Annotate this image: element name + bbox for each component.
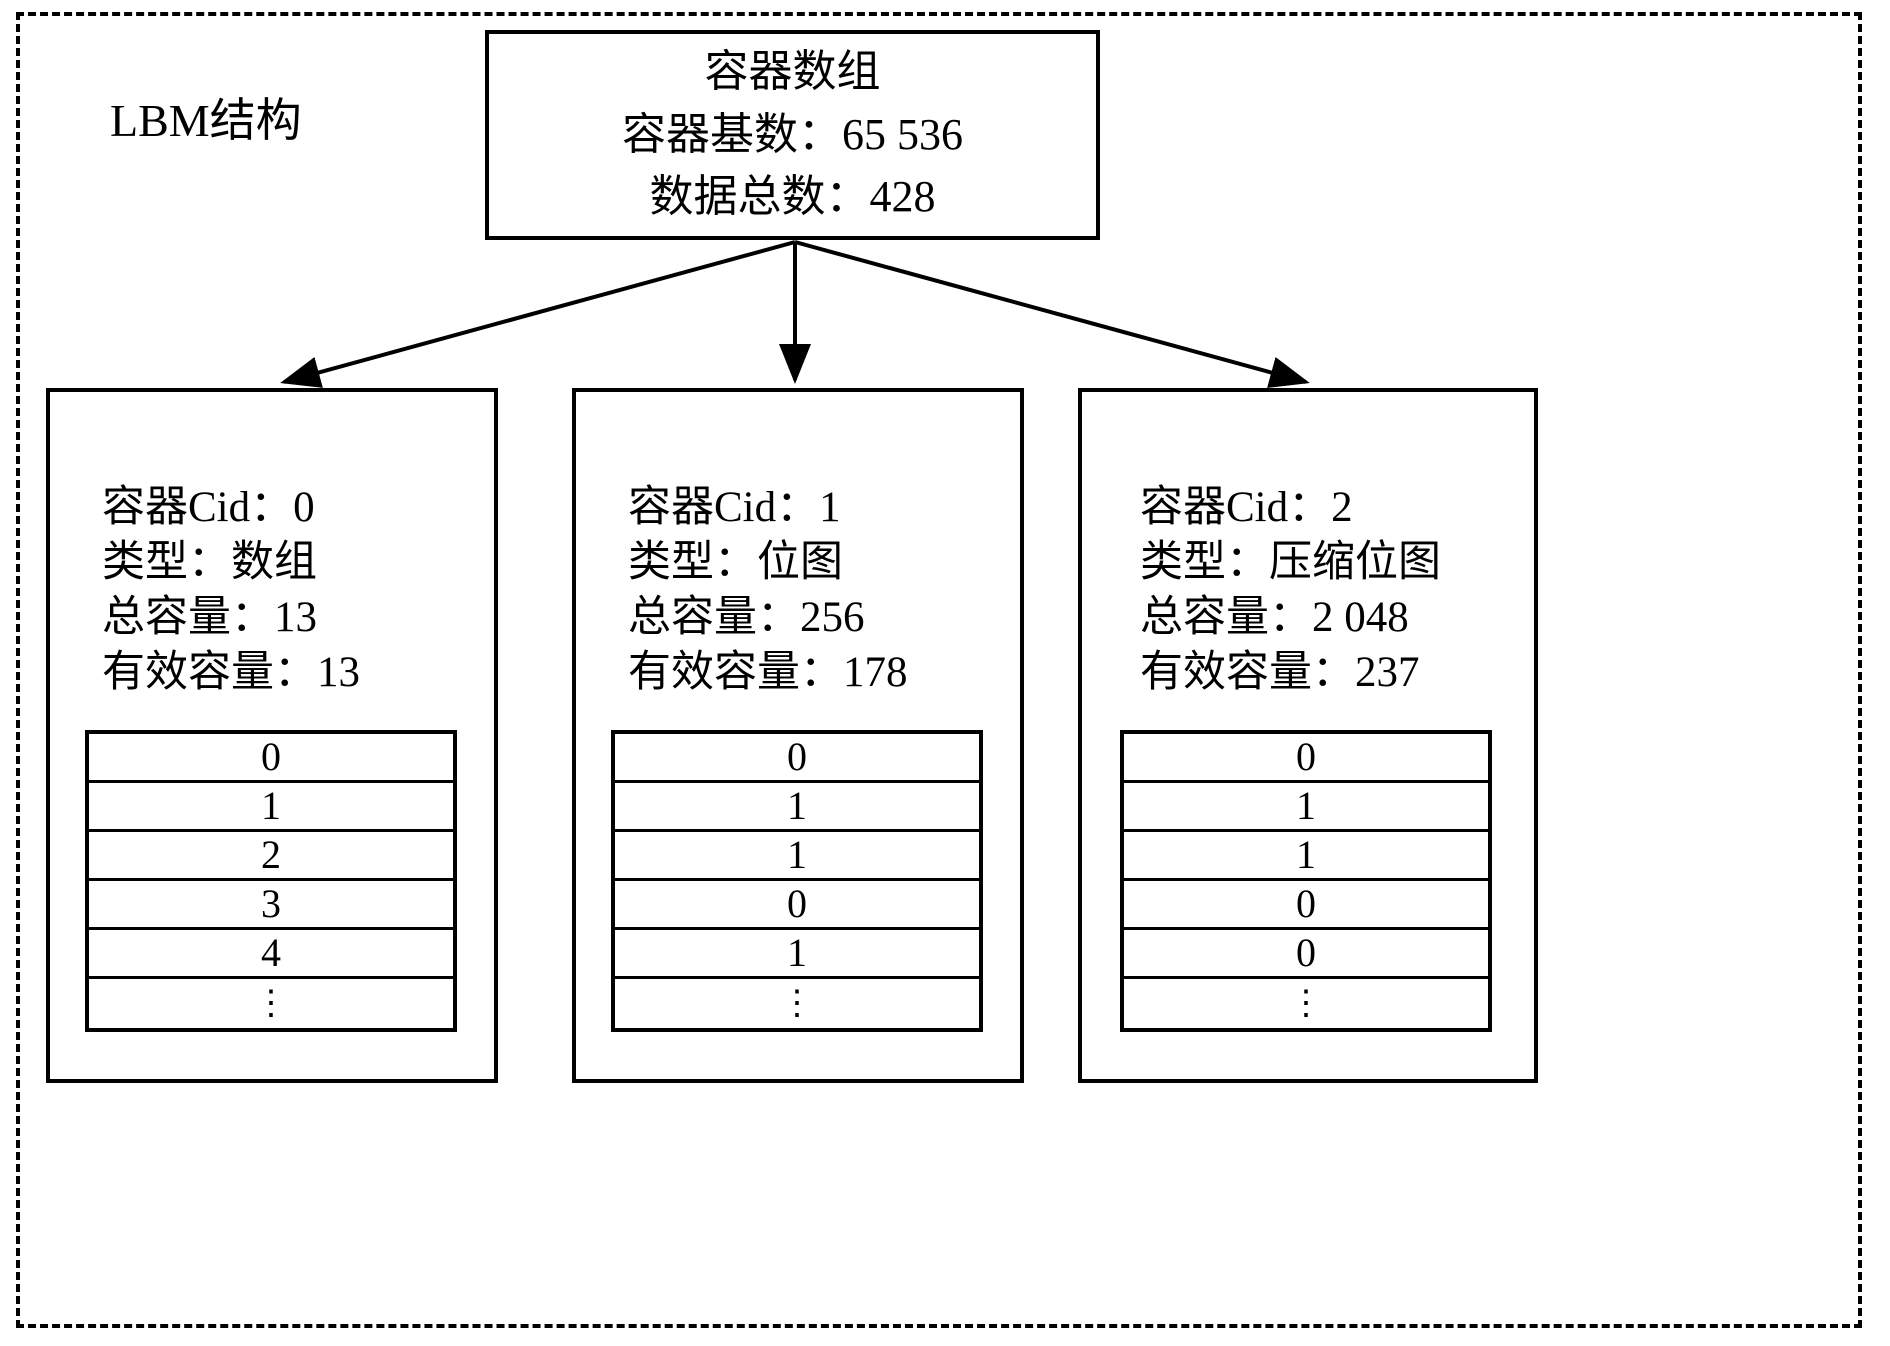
container-2-capacity: 总容量：2 048: [1140, 594, 1409, 642]
container-1-cell-table: 0 1 1 0 1 ⋮: [611, 730, 983, 1032]
container-array-base-count: 容器基数：65 536: [622, 109, 963, 159]
container-box-2: 容器Cid：2 类型：压缩位图 总容量：2 048 有效容量：237 0 1 1…: [1078, 388, 1538, 1083]
table-row: 0: [615, 881, 979, 930]
container-1-fields: 容器Cid：1 类型：位图 总容量：256 有效容量：178: [576, 480, 1020, 700]
container-0-capacity: 总容量：13: [102, 594, 317, 642]
container-0-cell-table: 0 1 2 3 4 ⋮: [85, 730, 457, 1032]
table-row: 0: [89, 734, 453, 783]
table-row-ellipsis: ⋮: [254, 984, 288, 1022]
container-box-0: 容器Cid：0 类型：数组 总容量：13 有效容量：13 0 1 2 3 4 ⋮: [46, 388, 498, 1083]
outer-dashed-border: [16, 12, 1862, 1328]
table-row: 3: [89, 881, 453, 930]
container-1-type: 类型：位图: [628, 539, 843, 587]
table-row: 2: [89, 832, 453, 881]
container-0-fields: 容器Cid：0 类型：数组 总容量：13 有效容量：13: [50, 480, 494, 700]
container-2-cell-table: 0 1 1 0 0 ⋮: [1120, 730, 1492, 1032]
container-array-box: 容器数组 容器基数：65 536 数据总数：428: [485, 30, 1100, 240]
container-array-total-count: 数据总数：428: [649, 172, 936, 222]
container-array-title: 容器数组: [704, 47, 881, 97]
container-1-capacity: 总容量：256: [628, 594, 865, 642]
table-row: 1: [615, 832, 979, 881]
table-row: 1: [89, 783, 453, 832]
container-2-cid: 容器Cid：2: [1140, 484, 1353, 531]
table-row: 1: [1124, 783, 1488, 832]
table-row: 0: [1124, 881, 1488, 930]
table-row: 1: [615, 783, 979, 832]
container-1-cid: 容器Cid：1: [628, 484, 841, 531]
container-box-1: 容器Cid：1 类型：位图 总容量：256 有效容量：178 0 1 1 0 1…: [572, 388, 1024, 1083]
diagram-title-label: LBM结构: [110, 95, 302, 146]
container-2-type: 类型：压缩位图: [1140, 539, 1441, 587]
table-row: 0: [1124, 734, 1488, 783]
container-0-valid-capacity: 有效容量：13: [102, 649, 360, 697]
table-row: 0: [615, 734, 979, 783]
table-row: 4: [89, 930, 453, 979]
table-row: 1: [615, 930, 979, 979]
container-2-valid-capacity: 有效容量：237: [1140, 649, 1420, 697]
table-row: 0: [1124, 930, 1488, 979]
container-2-fields: 容器Cid：2 类型：压缩位图 总容量：2 048 有效容量：237: [1082, 480, 1534, 700]
table-row-ellipsis: ⋮: [780, 984, 814, 1022]
container-0-type: 类型：数组: [102, 539, 317, 587]
container-1-valid-capacity: 有效容量：178: [628, 649, 908, 697]
table-row-ellipsis: ⋮: [1289, 984, 1323, 1022]
table-row: 1: [1124, 832, 1488, 881]
container-0-cid: 容器Cid：0: [102, 484, 315, 531]
